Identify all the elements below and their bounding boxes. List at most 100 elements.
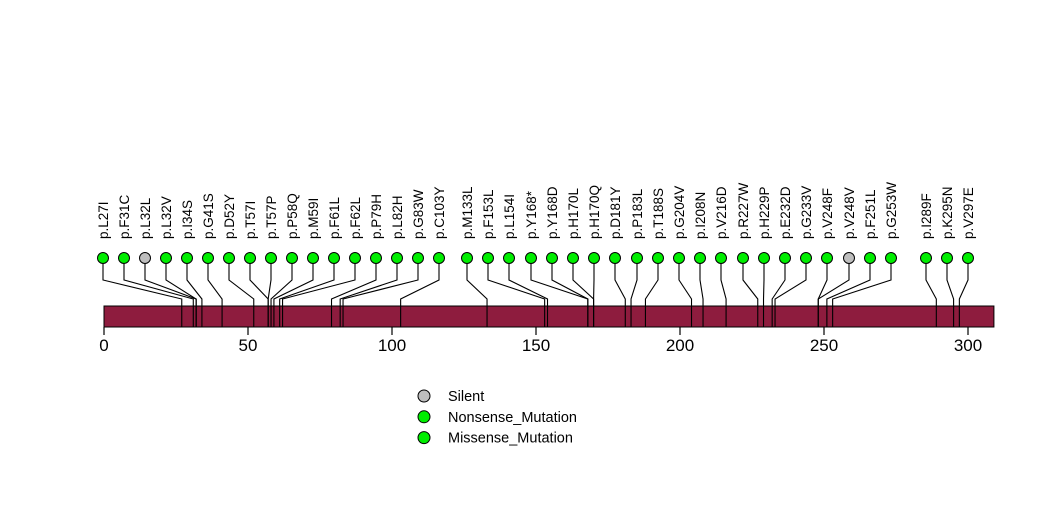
legend-label: Nonsense_Mutation — [448, 410, 577, 426]
mutation-label: p.I208N — [693, 192, 708, 239]
mutation-label: p.V248F — [820, 188, 835, 239]
lollipop-stem — [826, 258, 871, 327]
lollipop-stem — [228, 258, 255, 327]
axis-tick-label: 150 — [522, 336, 550, 355]
mutation-point — [286, 252, 298, 264]
lollipop-stem — [466, 258, 488, 327]
lollipop-stem — [832, 258, 892, 327]
legend-item: Nonsense_Mutation — [417, 410, 577, 426]
mutation-label: p.T57I — [243, 201, 258, 239]
lollipop-stem — [644, 258, 659, 327]
mutation-point — [694, 252, 706, 264]
axis-tick-label: 50 — [239, 336, 258, 355]
axis-tick-label: 250 — [810, 336, 838, 355]
mutation-label: p.L32V — [159, 196, 174, 239]
lollipop-stem — [165, 258, 197, 327]
lollipop-stem — [678, 258, 693, 327]
mutation-label: p.L154I — [502, 194, 517, 239]
mutation-label: p.F251L — [863, 189, 878, 239]
mutation-point — [97, 252, 109, 264]
lollipop-stem — [771, 258, 786, 327]
lollipop-stem — [186, 258, 203, 327]
mutation-label: p.L32L — [138, 197, 153, 239]
mutation-label: p.C103Y — [432, 186, 447, 239]
mutation-point — [800, 252, 812, 264]
mutation-label: p.Y168* — [524, 190, 539, 239]
lollipop-stem — [946, 258, 955, 327]
mutation-label: p.F61L — [327, 196, 342, 239]
lollipop-stem — [742, 258, 759, 327]
mutation-point — [779, 252, 791, 264]
mutation-point — [758, 252, 770, 264]
legend-item: Silent — [417, 389, 484, 405]
legend-label: Silent — [448, 389, 484, 405]
mutation-point — [433, 252, 445, 264]
protein-domain-bar — [103, 305, 995, 328]
mutation-label: p.I34S — [180, 200, 195, 239]
axis-tick-label: 100 — [378, 336, 406, 355]
mutation-point — [461, 252, 473, 264]
mutation-point — [482, 252, 494, 264]
legend-swatch-icon — [417, 431, 431, 445]
mutation-point — [673, 252, 685, 264]
mutation-label: p.E232D — [778, 186, 793, 239]
mutation-label: p.F153L — [481, 189, 496, 239]
mutation-point — [885, 252, 897, 264]
legend-label: Missense_Mutation — [448, 431, 573, 447]
mutation-label: p.F31C — [117, 194, 132, 239]
mutation-point — [181, 252, 193, 264]
axis-tick-label: 200 — [666, 336, 694, 355]
mutation-label: p.V248V — [842, 187, 857, 239]
mutation-label: p.T188S — [651, 188, 666, 239]
lollipop-stem — [551, 258, 589, 327]
lollipop-stem — [273, 258, 314, 327]
axis-tick-label: 300 — [954, 336, 982, 355]
mutation-point — [920, 252, 932, 264]
lollipop-stem — [720, 258, 727, 327]
lollipop-stem — [508, 258, 549, 327]
mutation-point — [609, 252, 621, 264]
lollipop-stem — [958, 258, 969, 327]
lollipop-stem — [817, 258, 850, 327]
lollipop-stem — [270, 258, 293, 327]
mutation-label: p.L82H — [390, 195, 405, 239]
mutation-label: p.K295N — [940, 186, 955, 239]
lollipop-stem — [614, 258, 626, 327]
lollipop-stem — [699, 258, 704, 327]
legend-swatch-icon — [417, 389, 431, 403]
mutation-label: p.G83W — [411, 189, 426, 239]
legend-swatch-icon — [417, 410, 431, 424]
mutation-point — [941, 252, 953, 264]
mutation-label: p.P79H — [369, 194, 384, 239]
mutation-label: p.G253W — [884, 182, 899, 239]
mutation-point — [652, 252, 664, 264]
mutation-point — [244, 252, 256, 264]
lollipop-stem — [207, 258, 223, 327]
mutation-point — [118, 252, 130, 264]
mutation-point — [202, 252, 214, 264]
mutation-point — [737, 252, 749, 264]
mutation-label: p.R227W — [736, 182, 751, 239]
mutation-point — [307, 252, 319, 264]
mutation-label: p.H229P — [757, 186, 772, 239]
mutation-point — [864, 252, 876, 264]
mutation-label: p.M133L — [460, 186, 475, 239]
mutation-label: p.D181Y — [608, 186, 623, 239]
mutation-label: p.D52Y — [222, 194, 237, 239]
mutation-point — [160, 252, 172, 264]
lollipop-stem — [339, 258, 398, 327]
mutation-point — [328, 252, 340, 264]
mutation-point — [349, 252, 361, 264]
mutation-point — [265, 252, 277, 264]
lollipop-stem — [342, 258, 419, 327]
lollipop-stem — [267, 258, 272, 327]
lollipop-stem — [400, 258, 440, 327]
mutation-label: p.V297E — [961, 187, 976, 239]
mutation-point — [412, 252, 424, 264]
mutation-label: p.V216D — [714, 186, 729, 239]
mutation-point — [370, 252, 382, 264]
lollipop-stem — [630, 258, 638, 327]
mutation-point — [821, 252, 833, 264]
mutation-point — [546, 252, 558, 264]
